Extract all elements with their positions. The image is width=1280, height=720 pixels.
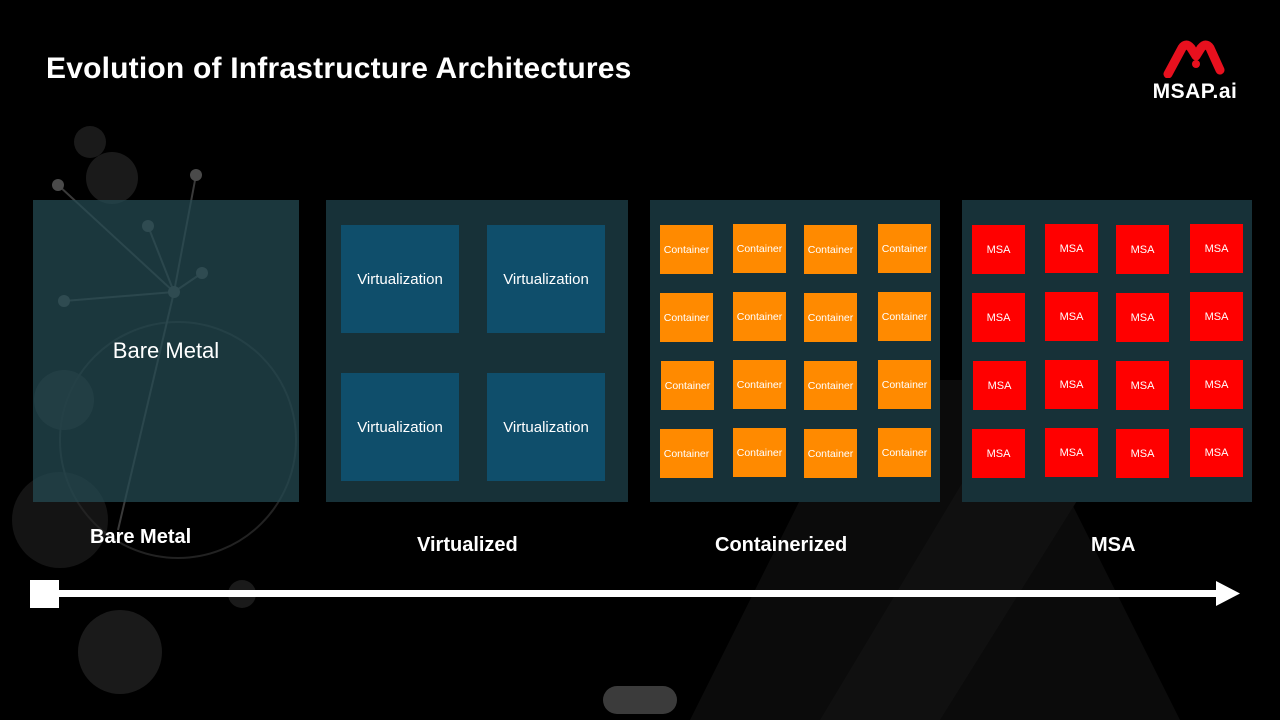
- stage-label-virtualized: Virtualized: [417, 534, 518, 556]
- container-box: Container: [878, 224, 931, 273]
- slide-title: Evolution of Infrastructure Architecture…: [46, 52, 632, 85]
- container-box: Container: [733, 292, 786, 341]
- msa-box: MSA: [1116, 429, 1169, 478]
- container-box: Container: [660, 293, 713, 342]
- container-box: Container: [661, 361, 714, 410]
- container-box: Container: [733, 428, 786, 477]
- timeline-start-marker: [30, 580, 59, 608]
- stage-label-bare-metal: Bare Metal: [90, 526, 192, 548]
- container-box: Container: [804, 293, 857, 342]
- msa-box: MSA: [1190, 292, 1243, 341]
- container-box: Container: [660, 225, 713, 274]
- msa-panel: MSA MSA MSA MSA MSA MSA MSA MSA MSA MSA …: [962, 200, 1252, 502]
- msa-box: MSA: [1116, 361, 1169, 410]
- virtualization-box: Virtualization: [487, 373, 605, 481]
- container-box: Container: [804, 361, 857, 410]
- container-box: Container: [804, 225, 857, 274]
- msa-box: MSA: [1116, 225, 1169, 274]
- msa-box: MSA: [972, 225, 1025, 274]
- container-box: Container: [733, 224, 786, 273]
- msa-box: MSA: [1190, 360, 1243, 409]
- container-box: Container: [878, 428, 931, 477]
- msa-box: MSA: [973, 361, 1026, 410]
- stage-label-msa: MSA: [1091, 534, 1136, 556]
- container-box: Container: [878, 360, 931, 409]
- logo-text: MSAP.ai: [1152, 80, 1238, 103]
- bare-metal-panel: Bare Metal: [33, 200, 299, 502]
- msa-box: MSA: [1045, 292, 1098, 341]
- timeline-arrow: [30, 580, 1240, 608]
- virtualization-box: Virtualization: [341, 373, 459, 481]
- container-box: Container: [804, 429, 857, 478]
- bare-metal-panel-label: Bare Metal: [112, 338, 220, 363]
- msa-box: MSA: [1045, 428, 1098, 477]
- containerized-panel: Container Container Container Container …: [650, 200, 940, 502]
- msa-box: MSA: [1190, 224, 1243, 273]
- msa-box: MSA: [1190, 428, 1243, 477]
- container-box: Container: [878, 292, 931, 341]
- stage-label-containerized: Containerized: [715, 534, 848, 556]
- virtualization-box: Virtualization: [341, 225, 459, 333]
- msa-box: MSA: [1045, 224, 1098, 273]
- msa-box: MSA: [972, 293, 1025, 342]
- timeline-arrowhead-icon: [1216, 581, 1240, 606]
- virtualization-box: Virtualization: [487, 225, 605, 333]
- container-box: Container: [660, 429, 713, 478]
- virtualized-panel: Virtualization Virtualization Virtualiza…: [326, 200, 628, 502]
- timeline-line: [58, 590, 1224, 597]
- msap-logo: MSAP.ai: [1132, 40, 1256, 104]
- container-box: Container: [733, 360, 786, 409]
- msa-box: MSA: [1045, 360, 1098, 409]
- slide-navigation-pill[interactable]: [603, 686, 677, 714]
- msap-logo-icon: [1163, 40, 1225, 78]
- msa-box: MSA: [972, 429, 1025, 478]
- msa-box: MSA: [1116, 293, 1169, 342]
